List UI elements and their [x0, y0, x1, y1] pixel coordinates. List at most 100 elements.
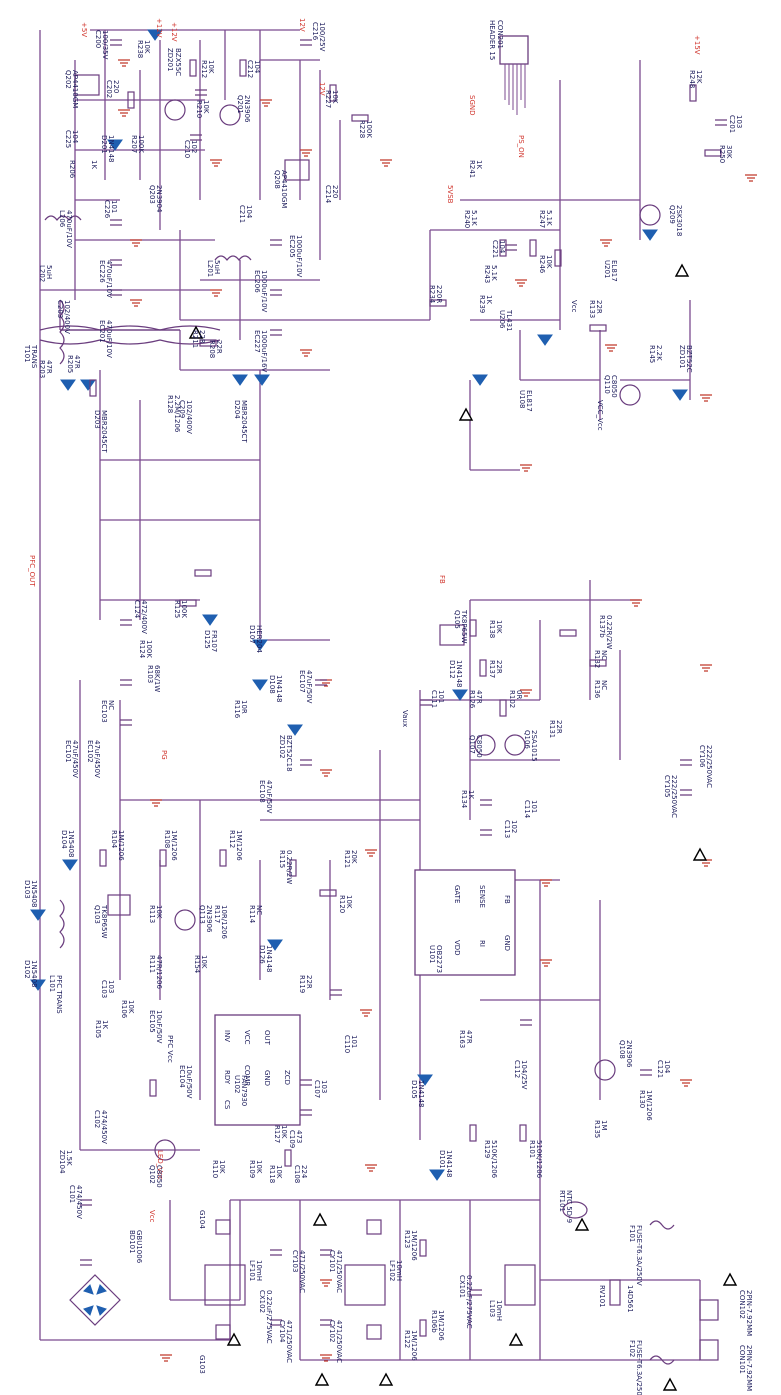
label-cx101: CX101 — [458, 1275, 466, 1298]
value-r106: 10K — [127, 1000, 135, 1014]
value-r128: 2.2M/1206 — [173, 395, 181, 433]
opto-diode-u108 — [472, 374, 488, 386]
label-l101: L101 — [48, 975, 56, 992]
label-con102: CON102 — [738, 1290, 746, 1319]
label-cx102: CX102 — [258, 1290, 266, 1313]
label-r126: R126 — [468, 690, 476, 709]
warning-icon — [662, 1377, 678, 1391]
value-r115: 0.22R/2W — [285, 850, 293, 884]
label-ec226: EC226 — [98, 260, 106, 283]
value-ec226: 470uF/10V — [105, 260, 113, 298]
value-r112: 1M/1206 — [235, 830, 243, 861]
diode-d102 — [30, 979, 46, 991]
svg-text:VCC: VCC — [243, 1030, 251, 1045]
value-c212: 104 — [253, 60, 261, 74]
diode-d201 — [107, 139, 123, 151]
value-r102: 0R — [515, 690, 523, 699]
label-cy103: CY103 — [291, 1250, 299, 1272]
value-cx101: 0.22uF/275VAC — [465, 1275, 473, 1329]
value-c203: 102/400V — [63, 300, 71, 334]
label-g103: G103 — [198, 1355, 206, 1374]
value-d126: 1N4148 — [265, 945, 273, 973]
net-label: +12V — [155, 18, 163, 38]
zener-zd101 — [672, 389, 688, 401]
component-symbols — [30, 29, 727, 1365]
label-c103: C103 — [100, 980, 108, 998]
label-r125: R125 — [173, 600, 181, 618]
value-q105: TK8P65W — [460, 609, 468, 643]
component-labels: CON201 HEADER 15 C200 100/35V C216 100/2… — [23, 20, 753, 1395]
value-cy105: 222/250VAC — [670, 775, 678, 818]
value-bd101: GBU1006 — [135, 1230, 143, 1264]
label-u102: U102 — [233, 1075, 241, 1093]
value-c214: 220 — [331, 185, 339, 198]
tl431-u206 — [537, 334, 553, 346]
value-r205: 47R — [73, 355, 81, 369]
value-d108: 1N4148 — [275, 675, 283, 703]
value-r243: 5.1K — [490, 265, 498, 281]
value-ec104: 10uF/50V — [185, 1065, 193, 1099]
label-q202: Q202 — [64, 70, 72, 89]
label-c111: C111 — [430, 690, 438, 708]
value-c109: 473 — [295, 1130, 303, 1143]
label-ec101: EC101 — [64, 740, 72, 763]
label-d103: D103 — [23, 880, 31, 899]
value-c124: 472/400V — [140, 600, 148, 634]
diode-d203a — [60, 379, 76, 391]
label-d105: D105 — [410, 1080, 418, 1099]
label-d104: D104 — [60, 830, 68, 849]
svg-text:VDD: VDD — [453, 940, 461, 956]
label-d108: D108 — [268, 675, 276, 694]
label-ec105: EC105 — [148, 1010, 156, 1033]
diode-d101 — [429, 1169, 445, 1181]
value-r127: 10K — [280, 1125, 288, 1139]
label-c114: C114 — [523, 800, 531, 819]
label-t101: T101 — [23, 344, 31, 363]
value-l201: 5uH — [213, 260, 221, 274]
label-r127: R127 — [273, 1125, 281, 1143]
label-r128: R128 — [166, 395, 174, 413]
label-q102: Q102 — [148, 1165, 156, 1184]
label-r250: R250 — [718, 145, 726, 163]
label-c212: C212 — [246, 60, 254, 78]
value-r134: 1K — [467, 790, 475, 799]
label-u108: U108 — [518, 390, 526, 408]
label-r137: R137 — [488, 660, 496, 678]
label-u201: U201 — [603, 260, 611, 278]
transistor-q201 — [164, 99, 186, 121]
value-zd104: 1.5K — [65, 1150, 73, 1166]
fuse-f102 — [649, 1355, 675, 1365]
label-r247: R247 — [538, 210, 546, 228]
value-c103: 103 — [107, 980, 115, 993]
warning-icon — [722, 1272, 738, 1286]
label-r208: R208 — [208, 340, 216, 358]
ground-pad-g102 — [366, 1219, 382, 1235]
label-r131: R131 — [548, 720, 556, 738]
net-label: +12V — [170, 22, 178, 42]
net-label: SGND — [468, 95, 476, 116]
value-d103: 1N5408 — [30, 880, 38, 908]
warning-icon — [692, 847, 708, 861]
value-q201: 2N3906 — [243, 95, 251, 123]
net-label: 12V — [298, 18, 306, 32]
warning-icon — [226, 1332, 242, 1346]
mosfet-q202 — [74, 74, 100, 96]
bridge-bd101 — [69, 1274, 121, 1326]
label-con101: CON101 — [738, 1345, 746, 1374]
pwm-controller-u101 — [414, 869, 516, 976]
value-r119: 22R — [305, 975, 313, 989]
net-label: PFC_OUT — [28, 555, 36, 587]
label-r101: R101 — [528, 1140, 536, 1158]
label-r122: R122 — [403, 1330, 411, 1348]
svg-text:COMP: COMP — [243, 1065, 251, 1086]
value-q203: 2N3904 — [155, 185, 163, 213]
transistor-q209 — [639, 204, 661, 226]
value-ec205: 1000uF/10V — [295, 235, 303, 278]
label-l202: L202 — [38, 265, 46, 282]
value-c121: 104 — [663, 1060, 671, 1074]
label-zd201: ZD201 — [166, 48, 174, 72]
value-ec101: 47uF/450V — [71, 740, 79, 778]
value-f101: FUSE-T6.3A/250V — [635, 1225, 643, 1286]
label-r106: R106 — [120, 1000, 128, 1019]
